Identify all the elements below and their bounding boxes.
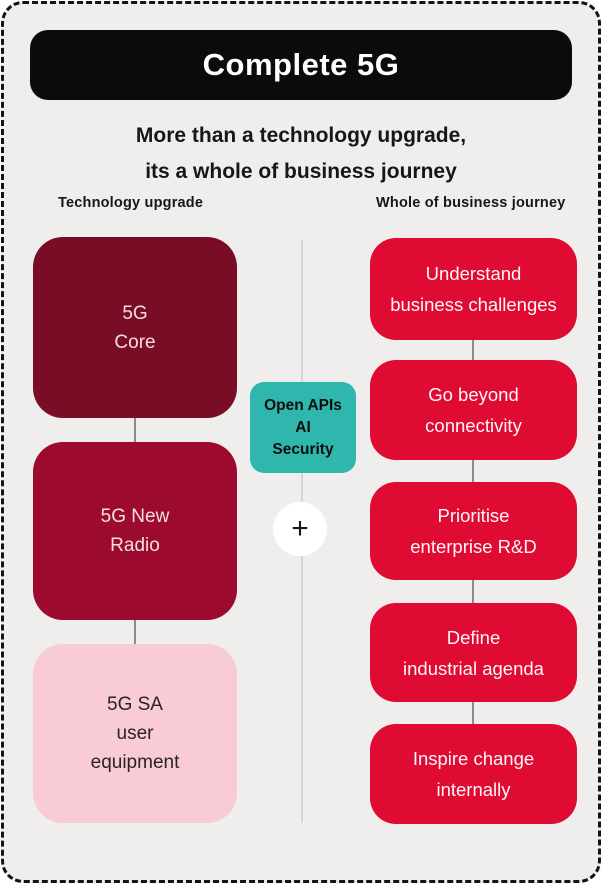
box-5g-core: 5G Core	[33, 237, 237, 418]
box-5g-new-radio: 5G New Radio	[33, 442, 237, 620]
rbox3-line-1: Prioritise	[437, 505, 510, 526]
left-connector-1	[134, 418, 136, 442]
box-5g-new-radio-line-1: 5G New	[100, 506, 170, 527]
right-column-header: Whole of business journey	[376, 195, 566, 211]
capabilities-line-3: Security	[272, 440, 334, 458]
rbox4-line-1: Define	[446, 626, 501, 648]
box-5g-core-line-1: 5G	[122, 302, 148, 324]
right-connector-1	[472, 340, 474, 360]
rbox2-line-2: connectivity	[425, 415, 522, 436]
box-5g-new-radio-line-2: Radio	[110, 535, 160, 556]
subtitle-line-2: its a whole of business journey	[145, 160, 457, 183]
rbox5-line-1: Inspire change	[412, 748, 535, 769]
box-inspire-change-internally: Inspire change internally	[370, 724, 577, 824]
capabilities-line-2: AI	[295, 418, 311, 436]
box-prioritise-enterprise-rd: Prioritise enterprise R&D	[370, 482, 577, 580]
rbox5-line-2: internally	[436, 779, 511, 800]
right-connector-4	[472, 702, 474, 724]
box-5g-sa-line-2: user	[116, 723, 154, 744]
rbox4-line-2: industrial agenda	[403, 657, 544, 679]
box-5g-sa-line-3: equipment	[90, 752, 180, 773]
box-understand-business-challenges: Understand business challenges	[370, 238, 577, 340]
page-title: Complete 5G	[202, 47, 400, 82]
rbox2-line-1: Go beyond	[428, 384, 519, 405]
title-banner: Complete 5G	[30, 30, 572, 100]
rbox1-line-2: business challenges	[390, 294, 557, 315]
right-connector-3	[472, 580, 474, 603]
capabilities-line-1: Open APIs	[264, 396, 342, 414]
right-connector-2	[472, 460, 474, 482]
subtitle-line-1: More than a technology upgrade,	[135, 124, 467, 147]
box-capabilities: Open APIs AI Security	[250, 382, 356, 473]
rbox3-line-2: enterprise R&D	[410, 536, 537, 557]
box-5g-sa-user-equipment: 5G SA user equipment	[33, 644, 237, 823]
box-define-industrial-agenda: Define industrial agenda	[370, 603, 577, 702]
left-column-header: Technology upgrade	[58, 195, 204, 211]
box-go-beyond-connectivity: Go beyond connectivity	[370, 360, 577, 460]
subtitle: More than a technology upgrade, its a wh…	[0, 118, 602, 190]
rbox1-line-1: Understand	[425, 263, 522, 284]
plus-icon: +	[291, 512, 309, 545]
box-5g-core-line-2: Core	[114, 331, 156, 353]
plus-circle: +	[273, 502, 327, 556]
left-connector-2	[134, 620, 136, 644]
box-5g-sa-line-1: 5G SA	[107, 694, 163, 715]
